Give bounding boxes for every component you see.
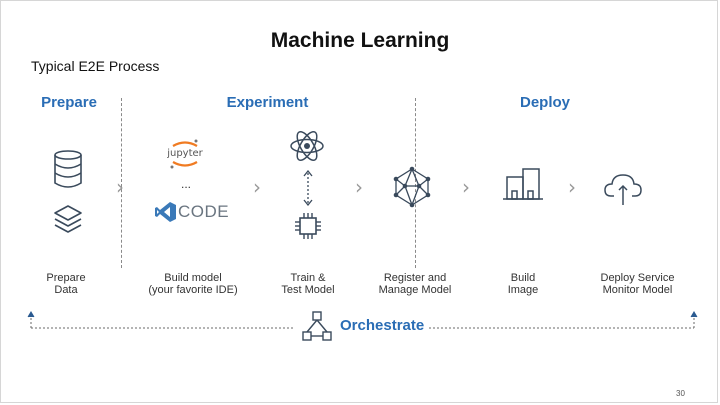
phase-separator-1 <box>121 98 122 268</box>
phase-deploy: Deploy <box>519 94 570 111</box>
vscode-logo: CODE <box>155 200 230 224</box>
phase-experiment: Experiment <box>226 94 309 111</box>
step-label-build-model: Build model(your favorite IDE) <box>148 272 238 296</box>
phase-separator-2 <box>415 98 416 268</box>
layers-icon <box>52 203 84 240</box>
ellipsis-text: ... <box>181 177 192 191</box>
jupyter-wordmark: jupyter <box>167 148 203 159</box>
slide-subtitle: Typical E2E Process <box>31 58 160 74</box>
workflow-icon <box>302 311 332 346</box>
bidirectional-arrow-icon <box>303 169 313 211</box>
jupyter-logo: jupyter <box>166 138 204 170</box>
chevron-right-icon: › <box>116 175 124 199</box>
chevron-right-icon: › <box>253 175 261 199</box>
database-icon <box>52 150 84 193</box>
network-model-icon <box>391 166 433 213</box>
orchestrate-bracket <box>24 310 704 339</box>
chevron-right-icon: › <box>568 175 576 199</box>
code-wordmark: CODE <box>178 202 230 221</box>
image-building-icon <box>503 167 543 206</box>
page-number: 30 <box>676 389 685 398</box>
cloud-upload-icon <box>604 172 642 211</box>
atom-icon <box>289 128 325 169</box>
orchestrate-label: Orchestrate <box>340 317 425 334</box>
chip-icon <box>293 211 323 246</box>
phase-prepare: Prepare <box>41 94 97 111</box>
chevron-right-icon: › <box>355 175 363 199</box>
chevron-right-icon: › <box>462 175 470 199</box>
slide-title: Machine Learning <box>270 29 450 52</box>
step-label-train-test: Train &Test Model <box>281 272 335 296</box>
